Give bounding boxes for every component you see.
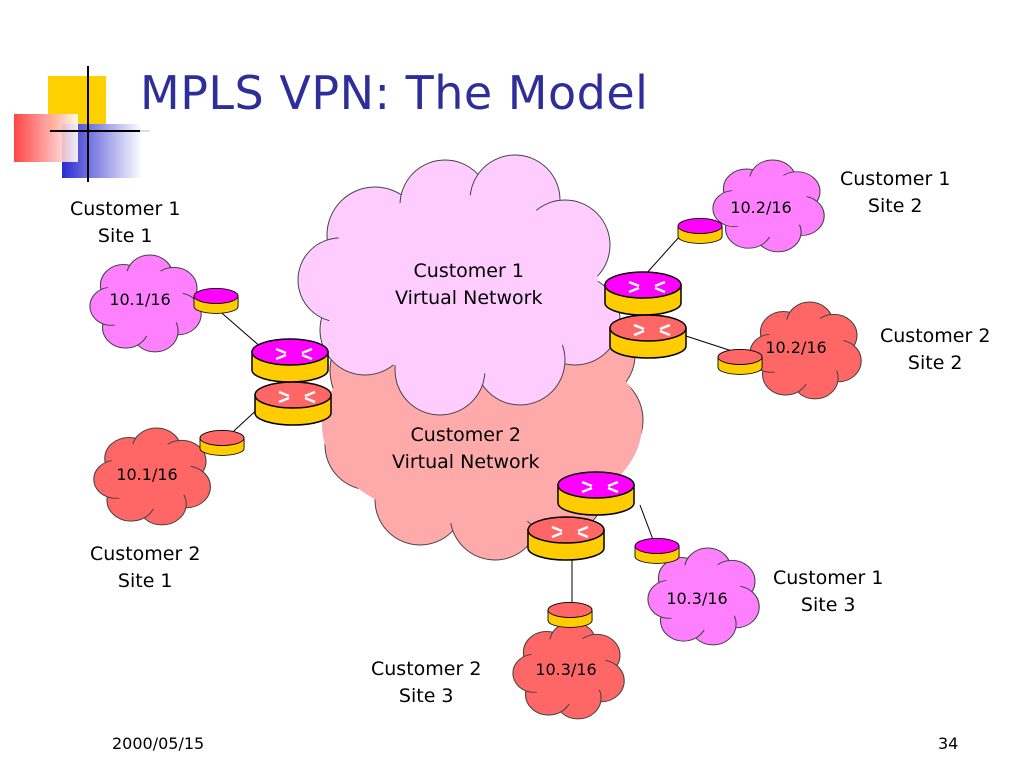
ce-router-c2s1 (199, 430, 245, 456)
vn-label-customer2: Customer 2 Virtual Network (392, 424, 540, 473)
router-left-c2 (254, 381, 332, 426)
router-left-c1 (251, 338, 329, 383)
slide-date: 2000/05/15 (112, 734, 205, 753)
corner-logo (14, 66, 150, 182)
slide-title: MPLS VPN: The Model (140, 66, 649, 120)
router-arrow-marks (275, 280, 671, 539)
site-label-c1s3: Customer 1 Site 3 (773, 567, 884, 616)
ce-router-c1s2 (677, 218, 723, 244)
router-right-c2 (609, 314, 687, 359)
site-label-c2s1: Customer 2 Site 1 (90, 543, 201, 592)
router-bottom-c2 (527, 516, 605, 561)
router-bottom-c1 (557, 471, 635, 516)
page-number: 34 (938, 734, 959, 753)
ce-router-c2s3 (547, 602, 593, 628)
router-right-c1 (604, 271, 682, 316)
vn-label-customer1: Customer 1 Virtual Network (395, 260, 543, 309)
site-label-c1s2: Customer 1 Site 2 (840, 168, 951, 217)
ce-router-c1s1 (193, 288, 239, 314)
prefix-c1s3: 10.3/16 (666, 589, 727, 608)
site-label-c1s1: Customer 1 Site 1 (70, 198, 181, 247)
prefix-c2s3: 10.3/16 (535, 660, 596, 679)
prefix-c1s2: 10.2/16 (730, 198, 791, 217)
site-label-c2s2: Customer 2 Site 2 (880, 325, 991, 374)
prefix-c2s1: 10.1/16 (116, 465, 177, 484)
site-label-c2s3: Customer 2 Site 3 (371, 658, 482, 707)
prefix-c2s2: 10.2/16 (765, 338, 826, 357)
ce-router-c1s3 (634, 538, 680, 564)
ce-router-c2s2 (717, 349, 763, 375)
prefix-c1s1: 10.1/16 (109, 290, 170, 309)
